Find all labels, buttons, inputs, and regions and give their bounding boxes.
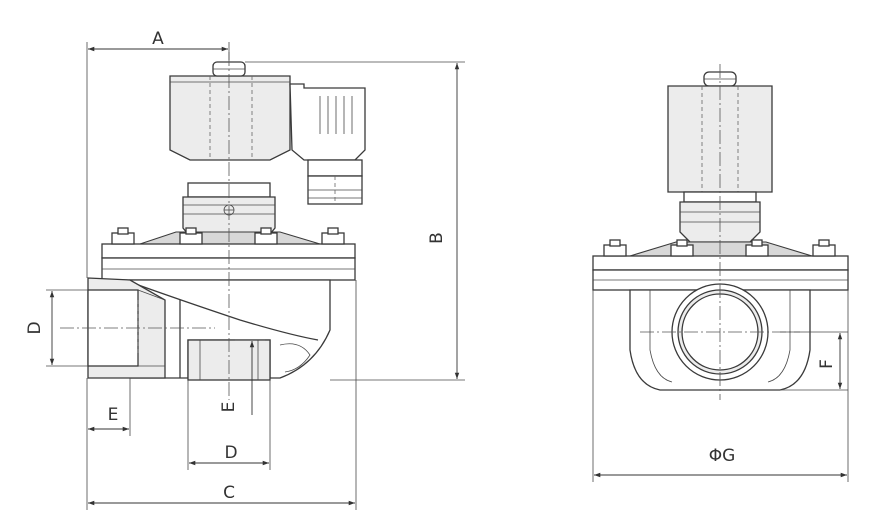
dimension-d-left: D <box>25 289 88 367</box>
bolt <box>179 227 203 245</box>
label-d-left: D <box>25 321 45 334</box>
dimension-a: A <box>86 29 230 278</box>
flange <box>592 239 849 291</box>
coil <box>169 61 291 161</box>
label-b: B <box>427 232 447 244</box>
bolt <box>321 227 345 245</box>
side-view: A B C D E <box>25 29 465 510</box>
bolt <box>254 227 278 245</box>
dimension-g: ΦG <box>592 290 849 482</box>
dimension-e-mid: E <box>219 339 265 415</box>
dimension-f: F <box>780 331 848 391</box>
label-a: A <box>152 29 164 49</box>
front-view: F ΦG <box>592 64 849 482</box>
dimension-e-left: E <box>88 378 131 436</box>
bolt <box>111 227 135 245</box>
bolt <box>745 239 769 257</box>
dimension-b: B <box>245 61 465 381</box>
valve-body <box>87 277 331 381</box>
bolt <box>812 239 836 257</box>
label-d-bottom: D <box>224 443 237 463</box>
label-f: F <box>817 359 837 369</box>
label-g: ΦG <box>709 446 736 466</box>
dimension-d-bottom: D <box>187 380 271 470</box>
dimension-c: C <box>86 280 357 510</box>
label-c: C <box>223 483 235 503</box>
label-e-left: E <box>108 405 119 425</box>
bolt <box>603 239 627 257</box>
flange <box>101 227 356 281</box>
bolt <box>670 239 694 257</box>
connector <box>289 83 366 205</box>
label-e-mid: E <box>219 402 239 413</box>
